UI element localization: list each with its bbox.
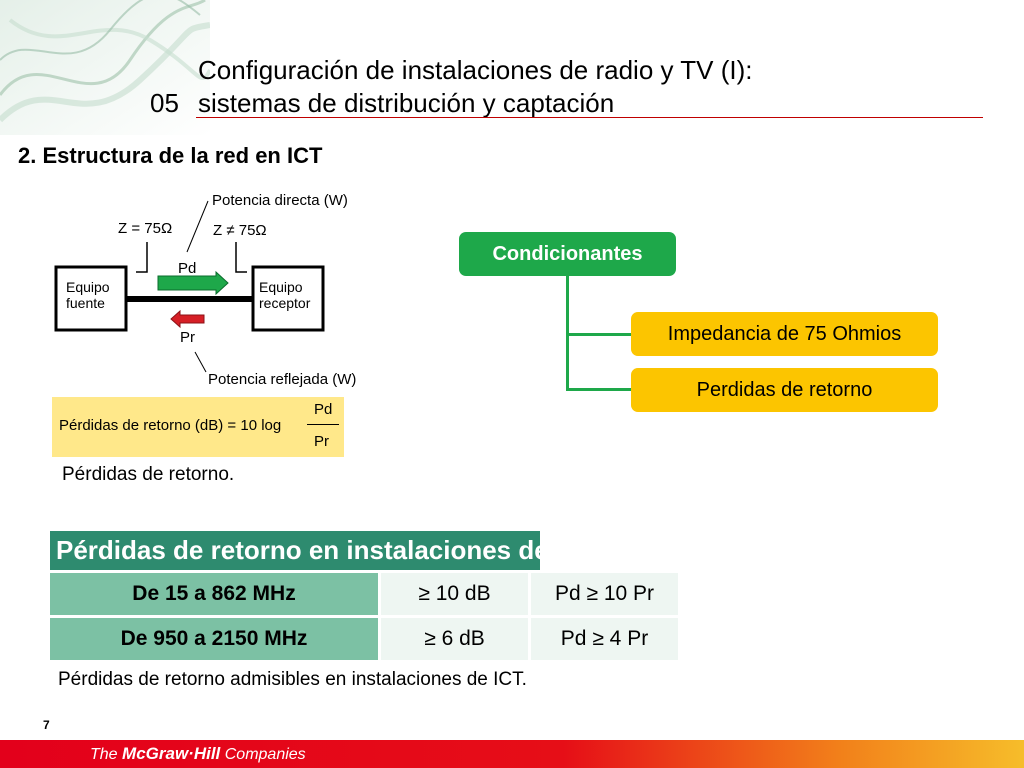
table-caption: Pérdidas de retorno admisibles en instal…	[58, 669, 527, 690]
table-cell-ratio: Pd ≥ 4 Pr	[531, 618, 678, 663]
label-pd: Pd	[178, 260, 196, 277]
receiver-label-line1: Equipo	[259, 279, 303, 295]
table-title: Pérdidas de retorno en instalaciones de …	[50, 531, 598, 570]
conditions-heading: Condicionantes	[459, 232, 676, 276]
logo-prefix: The	[90, 746, 118, 763]
tree-connector-branch-1	[566, 333, 632, 336]
logo-brand: McGraw·Hill	[122, 744, 221, 763]
footer-bar: The McGraw·Hill Companies	[0, 740, 1024, 768]
table-row: De 15 a 862 MHz ≥ 10 dB Pd ≥ 10 Pr	[50, 573, 678, 618]
table-cell-range: De 950 a 2150 MHz	[50, 618, 381, 663]
arrow-direct-power	[157, 270, 229, 296]
receiver-box	[251, 265, 325, 332]
formula-fraction-bar	[307, 424, 339, 425]
table-cell-range: De 15 a 862 MHz	[50, 573, 381, 618]
formula-lhs: Pérdidas de retorno (dB) = 10 log	[59, 417, 282, 434]
leader-line-reflected	[194, 351, 207, 373]
label-z-receiver: Z ≠ 75Ω	[213, 222, 267, 239]
formula-numerator: Pd	[314, 401, 333, 418]
slide-number: 05	[150, 88, 179, 118]
arrow-reflected-power	[170, 309, 205, 329]
return-loss-diagram: Potencia directa (W) Z = 75Ω Z ≠ 75Ω Pd …	[54, 192, 356, 388]
publisher-logo: The McGraw·Hill Companies	[90, 744, 306, 764]
leader-line-direct	[186, 200, 209, 253]
formula-denominator: Pr	[314, 433, 329, 450]
slide-title: Configuración de instalaciones de radio …	[198, 54, 752, 120]
label-potencia-directa: Potencia directa (W)	[212, 192, 348, 209]
diagram-caption: Pérdidas de retorno.	[62, 464, 235, 485]
return-loss-table: De 15 a 862 MHz ≥ 10 dB Pd ≥ 10 Pr De 95…	[50, 573, 678, 663]
source-label-line1: Equipo	[66, 279, 110, 295]
table-cell-db: ≥ 6 dB	[381, 618, 531, 663]
label-z-source: Z = 75Ω	[118, 220, 172, 237]
slide-title-line1: Configuración de instalaciones de radio …	[198, 55, 753, 85]
tree-connector-branch-2	[566, 388, 632, 391]
slide-title-line2: sistemas de distribución y captación	[198, 88, 615, 118]
bracket-source	[136, 242, 148, 273]
receiver-label-line2: receptor	[259, 295, 311, 311]
source-label-line2: fuente	[66, 295, 105, 311]
bracket-receiver	[235, 242, 247, 273]
decorative-smoke-graphic	[0, 0, 210, 135]
condition-item-impedance: Impedancia de 75 Ohmios	[631, 312, 938, 356]
return-loss-formula: Pérdidas de retorno (dB) = 10 log Pd Pr	[52, 397, 344, 457]
condition-item-return-loss: Perdidas de retorno	[631, 368, 938, 412]
coaxial-line	[126, 296, 253, 302]
table-row: De 950 a 2150 MHz ≥ 6 dB Pd ≥ 4 Pr	[50, 618, 678, 663]
table-cell-ratio: Pd ≥ 10 Pr	[531, 573, 678, 618]
label-pr: Pr	[180, 329, 195, 346]
page-number: 7	[43, 718, 50, 732]
table-cell-db: ≥ 10 dB	[381, 573, 531, 618]
section-heading: 2. Estructura de la red en ICT	[18, 143, 323, 168]
logo-suffix: Companies	[224, 746, 306, 763]
title-divider	[196, 117, 983, 118]
label-potencia-reflejada: Potencia reflejada (W)	[208, 371, 356, 388]
